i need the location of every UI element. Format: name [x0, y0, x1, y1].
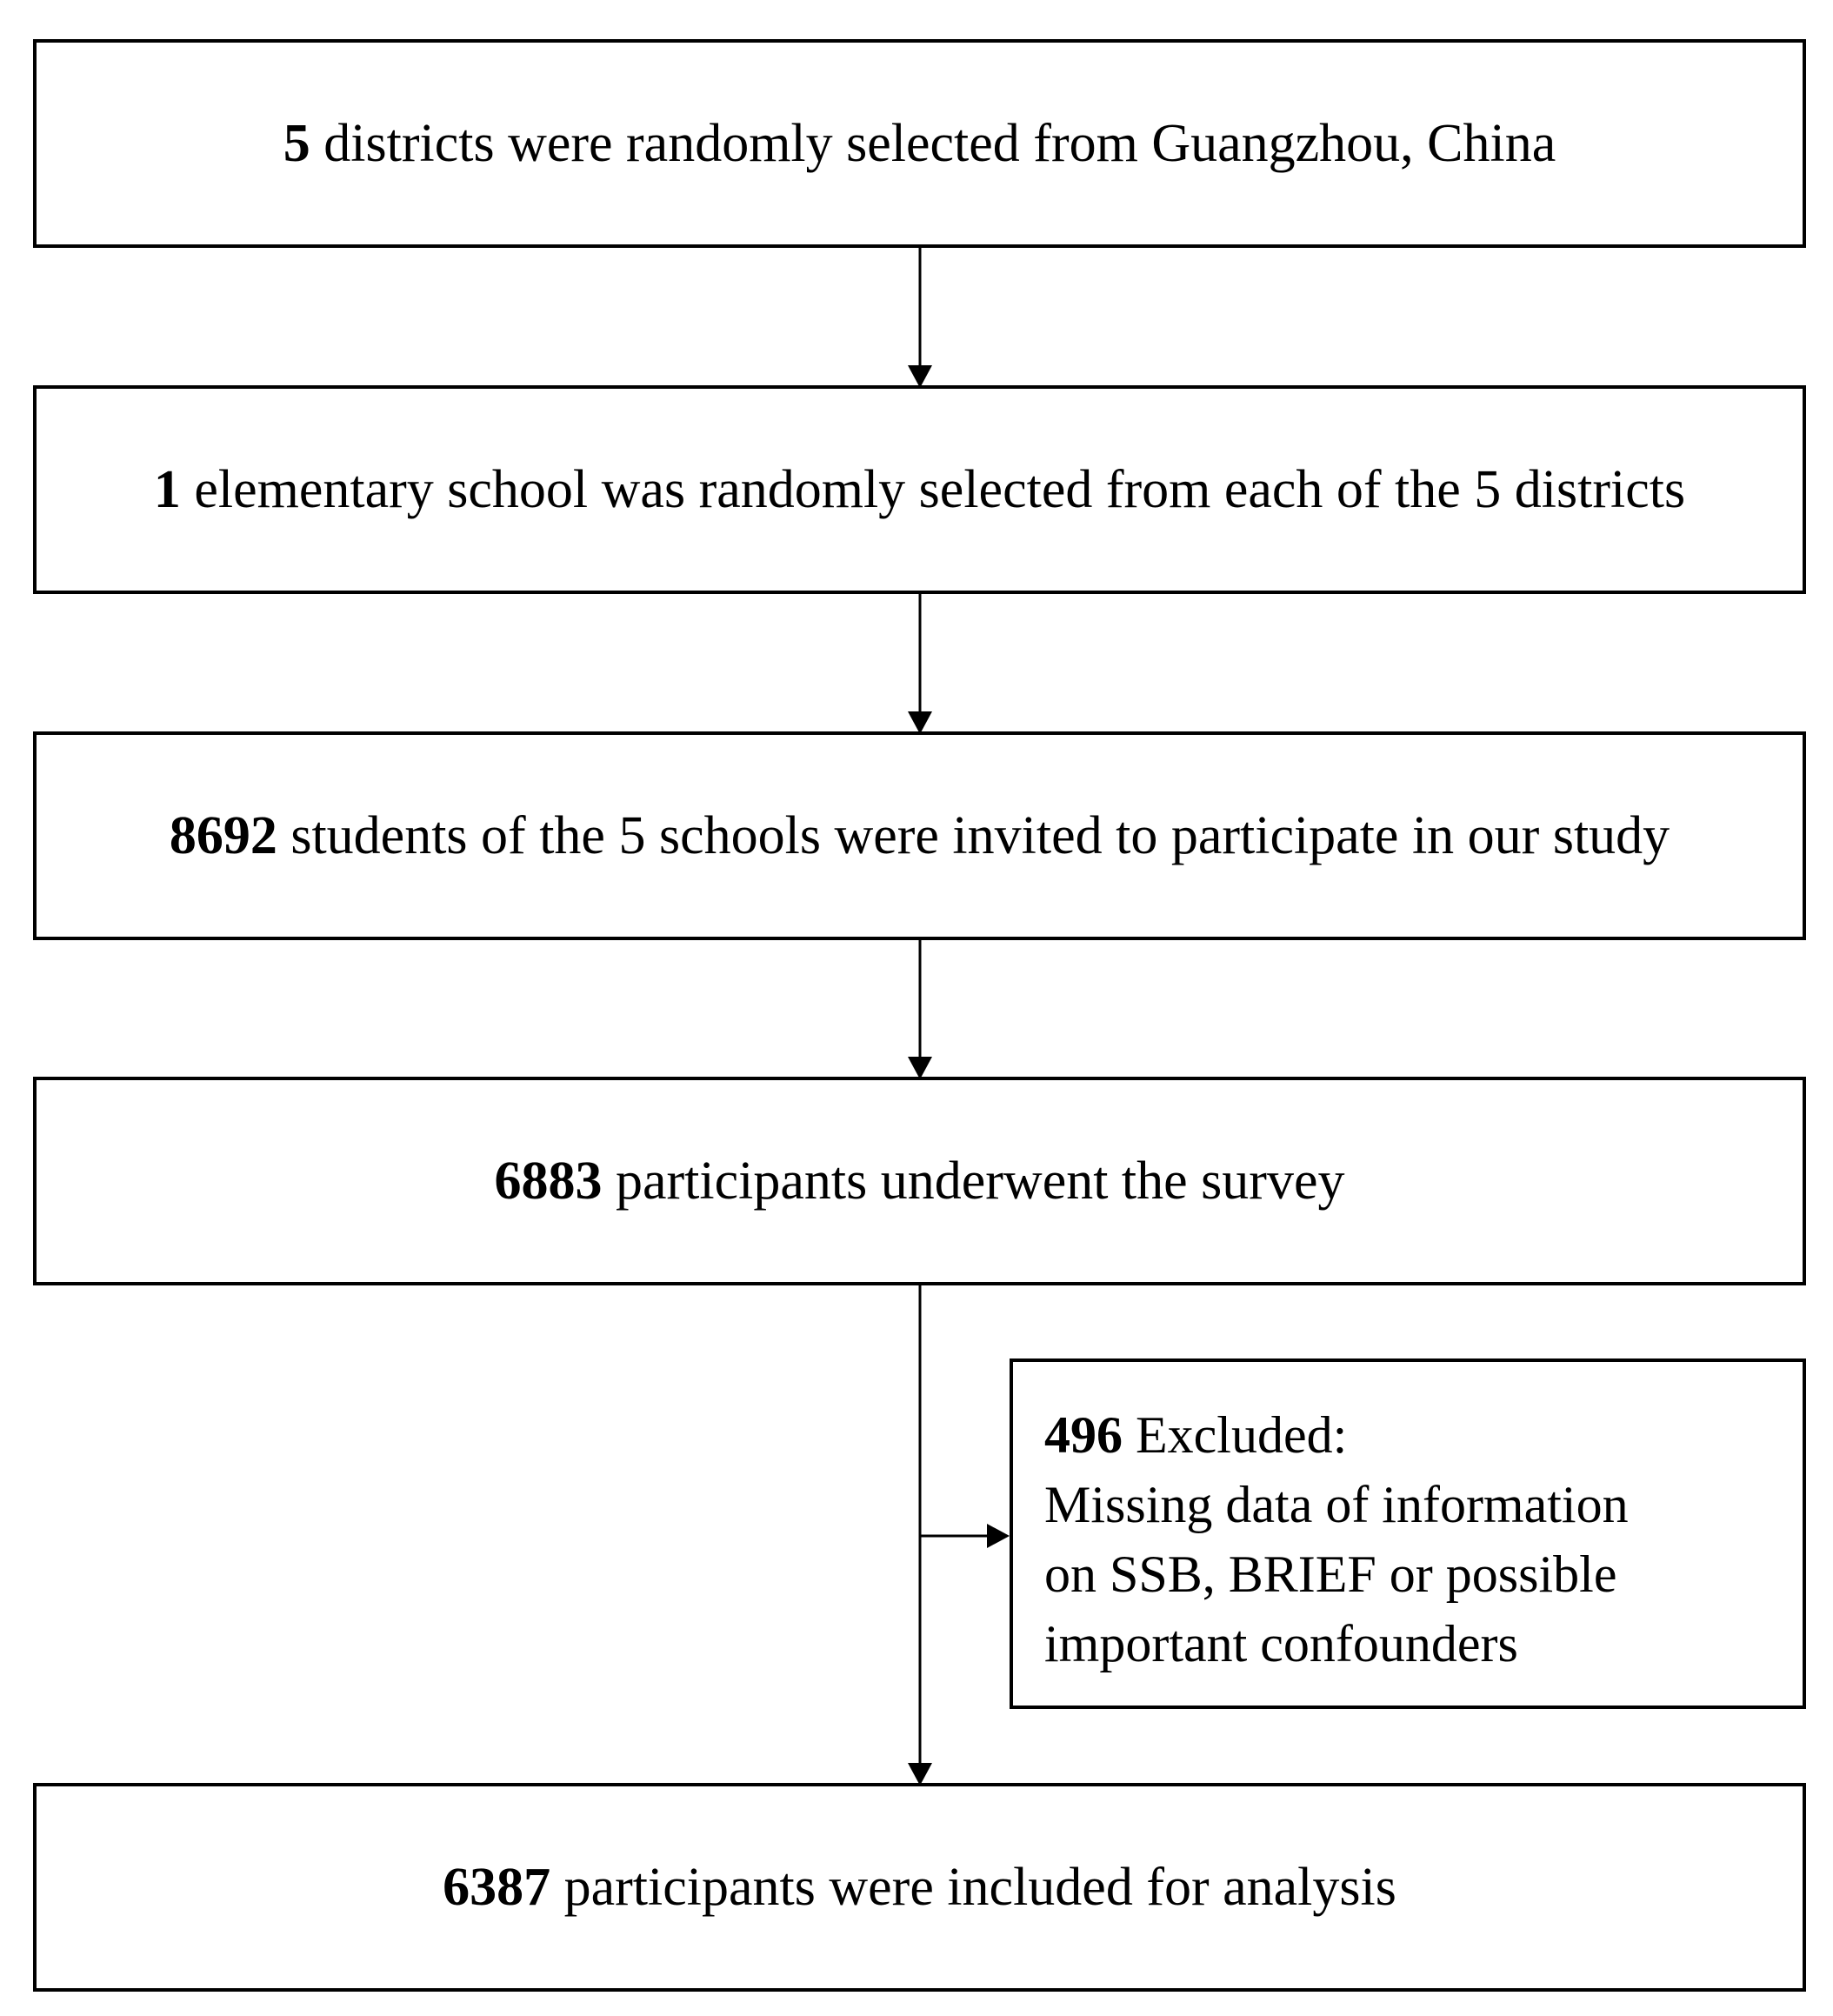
arrow-to-excluded — [920, 1524, 1010, 1548]
step-description: participants were included for analysis — [550, 1857, 1396, 1917]
arrow-4-to-5 — [908, 1284, 932, 1786]
step-text: 1 elementary school was randomly selecte… — [154, 457, 1685, 522]
arrow-1-to-2 — [908, 247, 932, 388]
step-description: participants underwent the survey — [602, 1151, 1345, 1211]
step-box-districts: 5 districts were randomly selected from … — [33, 39, 1806, 248]
excluded-title: 496 Excluded: — [1044, 1400, 1803, 1470]
excluded-reason-line: important confounders — [1044, 1615, 1518, 1672]
step-box-schools: 1 elementary school was randomly selecte… — [33, 385, 1806, 594]
excluded-box: 496 Excluded: Missing data of informatio… — [1010, 1358, 1806, 1709]
step-description: elementary school was randomly selected … — [180, 459, 1686, 519]
step-count: 1 — [153, 459, 181, 519]
step-text: 5 districts were randomly selected from … — [283, 111, 1556, 176]
excluded-label: Excluded: — [1123, 1406, 1348, 1464]
step-count: 8692 — [169, 805, 277, 865]
excluded-reason-line: on SSB, BRIEF or possible — [1044, 1545, 1617, 1603]
step-box-surveyed: 6883 participants underwent the survey — [33, 1077, 1806, 1285]
step-box-invited: 8692 students of the 5 schools were invi… — [33, 731, 1806, 940]
step-description: students of the 5 schools were invited t… — [277, 805, 1670, 865]
step-count: 6387 — [443, 1857, 551, 1917]
step-box-included: 6387 participants were included for anal… — [33, 1783, 1806, 1992]
excluded-count: 496 — [1044, 1406, 1123, 1464]
excluded-reason-line: Missing data of information — [1044, 1476, 1629, 1533]
step-description: districts were randomly selected from Gu… — [310, 113, 1556, 173]
step-text: 6387 participants were included for anal… — [443, 1855, 1396, 1919]
step-count: 5 — [283, 113, 310, 173]
step-text: 6883 participants underwent the survey — [495, 1149, 1345, 1213]
arrow-2-to-3 — [908, 592, 932, 734]
step-text: 8692 students of the 5 schools were invi… — [170, 804, 1670, 868]
step-count: 6883 — [494, 1151, 603, 1211]
arrow-3-to-4 — [908, 938, 932, 1079]
